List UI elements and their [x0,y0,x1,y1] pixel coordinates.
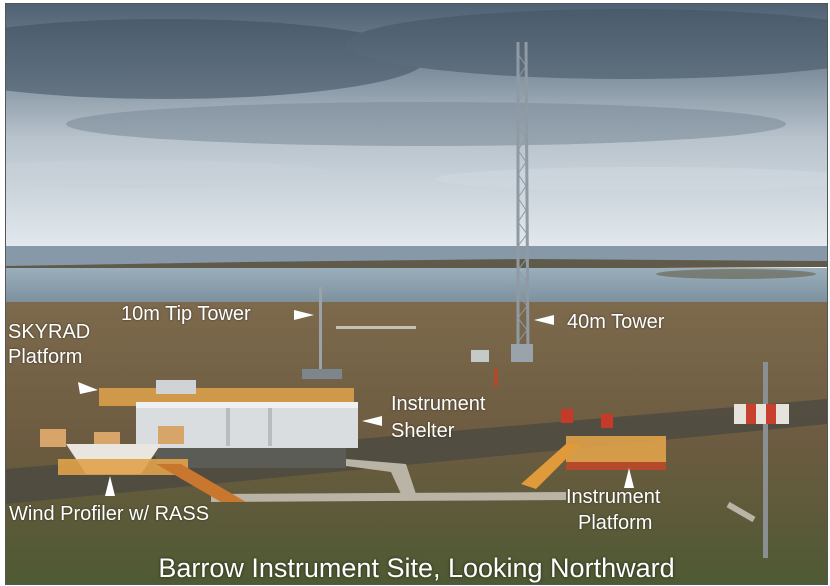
gravel-road [6,399,827,504]
arrow-tip-tower [294,310,314,320]
label-arrows [78,310,634,496]
arrow-skyrad [78,382,98,394]
photo-frame: 10m Tip Tower 40m Tower SKYRAD Platform … [5,3,828,585]
clouds [6,9,827,191]
arrow-shelter [362,416,382,426]
label-skyrad-line1: SKYRAD [8,321,91,343]
photo-scene [6,4,827,584]
arrow-40m-tower [534,315,554,325]
label-40m-tower: 40m Tower [567,311,665,333]
instrument-platform [521,409,666,489]
arrow-instrument-platform [624,468,634,488]
tip-tower-10m [302,287,342,379]
utility-pole [734,362,789,558]
wind-profiler [40,426,246,502]
label-wind-profiler: Wind Profiler w/ RASS [9,503,210,525]
label-platform-line2: Platform [578,512,653,534]
label-skyrad-line2: Platform [8,346,83,368]
label-tip-tower: 10m Tip Tower [121,303,251,325]
label-shelter-line2: Shelter [391,420,455,442]
photo-caption: Barrow Instrument Site, Looking Northwar… [158,553,675,583]
arrow-wind-profiler [105,476,115,496]
tower-40m [511,41,533,362]
label-shelter-line1: Instrument [391,393,486,415]
label-platform-line1: Instrument [566,486,661,508]
boardwalk [211,492,566,502]
